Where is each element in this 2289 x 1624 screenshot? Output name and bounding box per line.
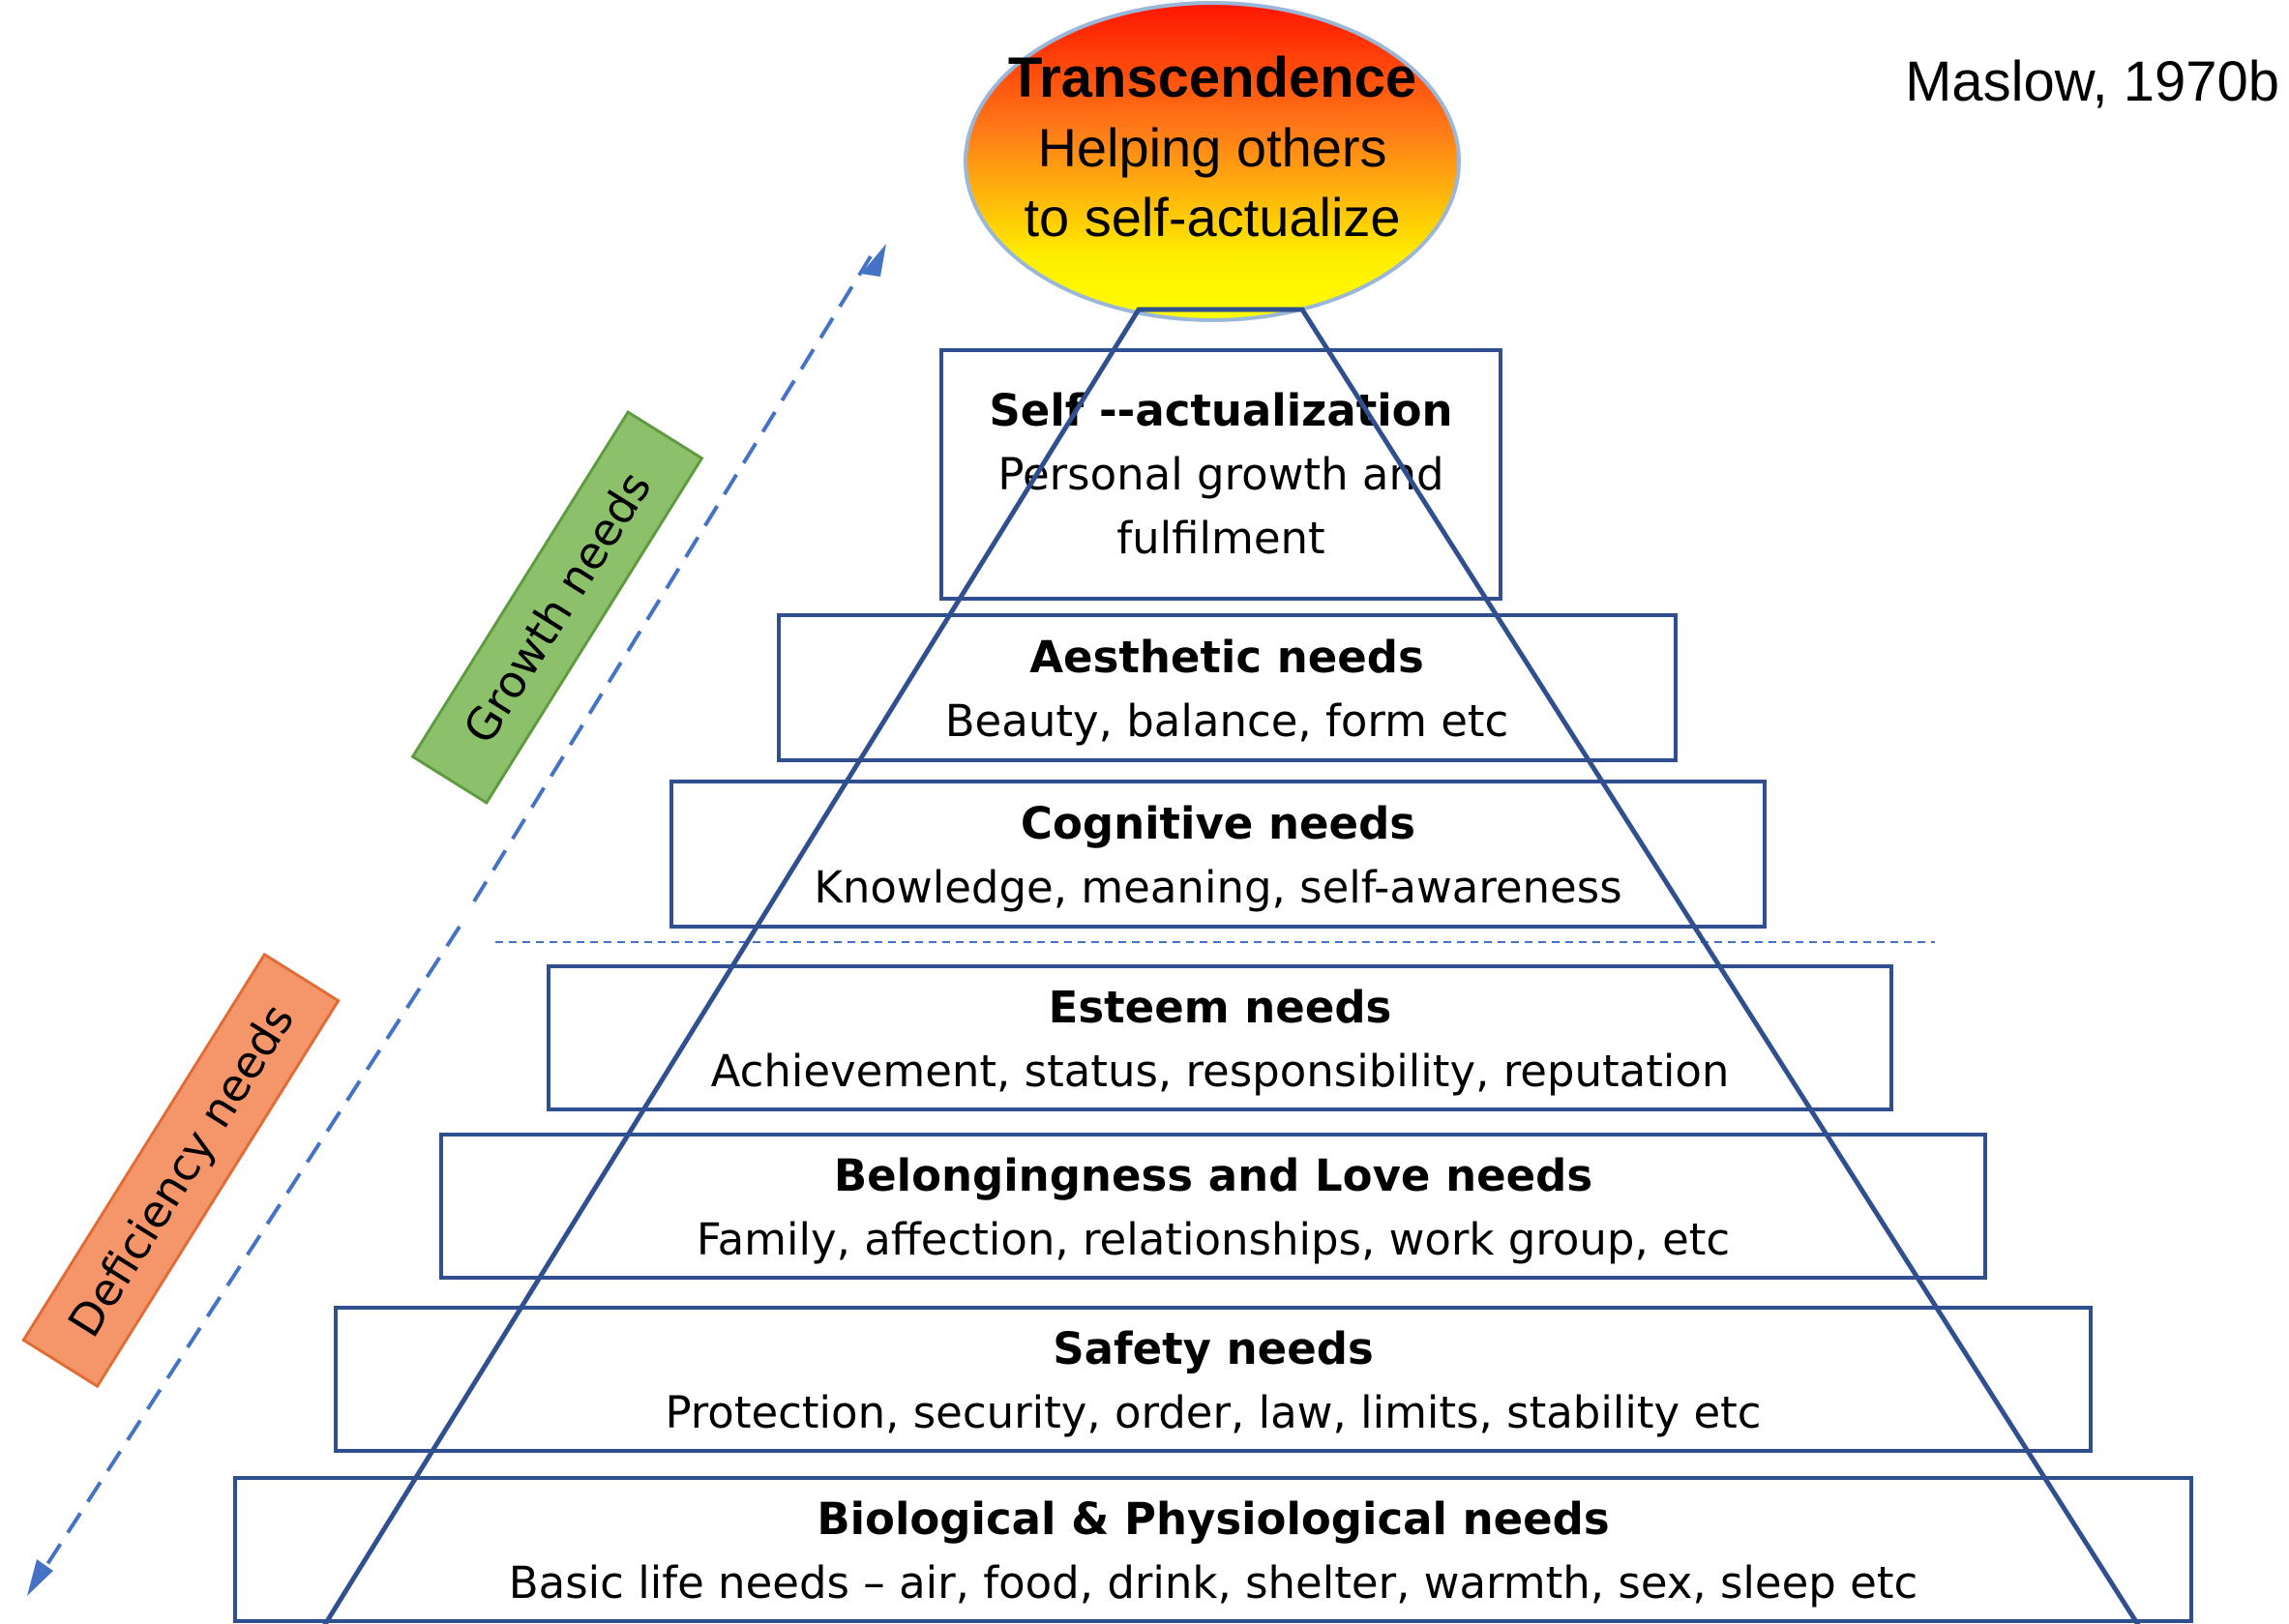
level-description: Family, affection, relationships, work g…	[697, 1214, 1730, 1265]
deficiency-needs-label: Deficiency needs	[21, 952, 341, 1389]
level-title: Belongingness and Love needs	[834, 1150, 1592, 1201]
deficiency-arrow	[39, 925, 461, 1577]
citation-label: Maslow, 1970b	[1905, 50, 2279, 113]
level-self-actualization: Self --actualization Personal growth and…	[939, 348, 1502, 601]
level-safety: Safety needs Protection, security, order…	[334, 1306, 2093, 1453]
level-esteem: Esteem needs Achievement, status, respon…	[547, 964, 1893, 1111]
level-biological: Biological & Physiological needs Basic l…	[233, 1476, 2193, 1623]
level-title: Biological & Physiological needs	[817, 1493, 1609, 1545]
transcendence-line2: to self-actualize	[1024, 187, 1400, 248]
growth-arrow	[472, 254, 873, 903]
level-description: Personal growth and	[997, 449, 1443, 500]
deficiency-arrowhead	[27, 1559, 53, 1596]
level-description: Knowledge, meaning, self-awareness	[814, 862, 1621, 913]
level-description: Protection, security, order, law, limits…	[665, 1387, 1761, 1438]
growth-arrowhead	[861, 244, 886, 277]
transcendence-title: Transcendence	[1008, 46, 1416, 109]
level-description: Beauty, balance, form etc	[945, 695, 1509, 747]
level-title: Self --actualization	[989, 385, 1452, 436]
transcendence-ellipse	[964, 1, 1461, 322]
transcendence-line1: Helping others	[1037, 117, 1386, 178]
growth-needs-text: Growth needs	[453, 462, 661, 753]
level-title: Safety needs	[1053, 1323, 1373, 1374]
pyramid-outline	[322, 307, 2141, 1624]
level-belongingness: Belongingness and Love needs Family, aff…	[439, 1133, 1987, 1280]
level-description: Basic life needs – air, food, drink, she…	[509, 1557, 1917, 1609]
growth-needs-label: Growth needs	[410, 409, 704, 806]
level-title: Cognitive needs	[1021, 798, 1415, 849]
level-description: Achievement, status, responsibility, rep…	[711, 1046, 1730, 1097]
level-title: Esteem needs	[1049, 982, 1392, 1033]
level-title: Aesthetic needs	[1029, 632, 1424, 683]
level-aesthetic: Aesthetic needs Beauty, balance, form et…	[777, 613, 1678, 762]
deficiency-needs-text: Deficiency needs	[58, 995, 305, 1346]
level-cognitive: Cognitive needs Knowledge, meaning, self…	[669, 780, 1767, 929]
level-description-2: fulfilment	[1116, 513, 1324, 564]
